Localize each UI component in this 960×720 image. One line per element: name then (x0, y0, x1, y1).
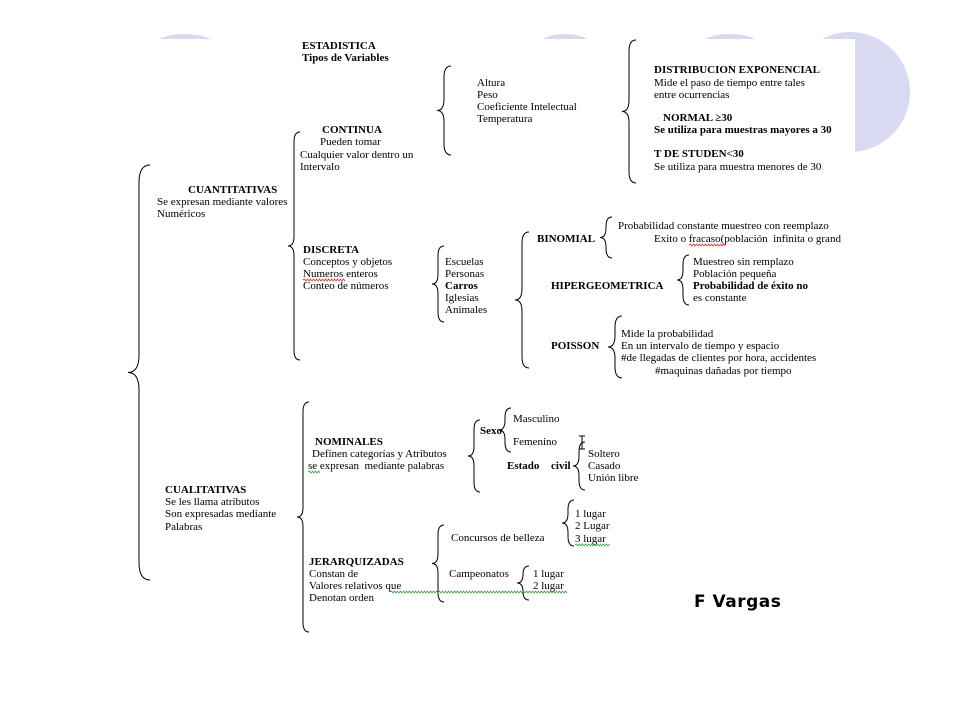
campeonatos-label: Campeonatos (449, 568, 509, 580)
campeonatos-rank: 1 lugar (533, 568, 564, 580)
concursos-rank: 3 lugar (575, 533, 606, 545)
cualitativas-description-line: Son expresadas mediante (165, 508, 277, 520)
discreta-description-line: Numeros enteros (303, 268, 378, 280)
brace-continua-examples (436, 65, 452, 156)
hipergeometrica-description-line: Muestreo sin remplazo (693, 256, 794, 268)
binomial-description-line: Probabilidad constante muestreo con reem… (618, 220, 829, 232)
discreta-heading: DISCRETA (303, 244, 360, 256)
discreta-example: Carros (445, 280, 478, 292)
brace-cualitativas-types (296, 401, 310, 633)
jerarquizadas-heading: JERARQUIZADAS (309, 556, 404, 568)
brace-sexo (498, 407, 512, 453)
concursos-rank: 2 Lugar (575, 520, 610, 532)
proofing-underline-group (302, 243, 726, 594)
concursos-label: Concursos de belleza (451, 532, 545, 544)
brace-poisson (607, 315, 623, 379)
text-cursor-icon (579, 435, 585, 450)
cualitativas-heading: CUALITATIVAS (165, 484, 247, 496)
cuantitativas-description-line: Se expresan mediante valores (157, 196, 288, 208)
jerarquizadas-description-line: Constan de (309, 568, 359, 580)
discreta-example: Animales (445, 304, 488, 316)
brace-concursos-ranks (561, 499, 575, 547)
grammar-underline (389, 590, 568, 594)
brace-discreta-distributions (514, 231, 530, 369)
nominales-description-line: se expresan mediante palabras (308, 460, 445, 472)
grammar-underline (574, 543, 610, 547)
brace-binomial (599, 216, 613, 259)
diagram-canvas: ESTADISTICA Tipos de Variables Altura Pe… (118, 39, 855, 720)
brace-discreta-examples (431, 245, 445, 323)
cuantitativas-description-line: Numéricos (157, 208, 206, 220)
poisson-description-line: #maquinas dañadas por tiempo (655, 365, 792, 377)
discreta-example: Iglesias (445, 292, 479, 304)
estado-civil-option: Soltero (588, 448, 620, 460)
discreta-example: Personas (445, 268, 485, 280)
diagram-panel: ESTADISTICA Tipos de Variables Altura Pe… (118, 39, 855, 720)
brace-group (127, 39, 690, 633)
brace-nominales-examples (467, 419, 481, 493)
poisson-description-line: En un intervalo de tiempo y espacio (621, 340, 780, 352)
estado-civil-label: Estado (507, 460, 540, 472)
continua-description-line: Pueden tomar (320, 136, 381, 148)
exponencial-description-line: Mide el paso de tiempo entre tales (654, 77, 805, 89)
spelling-underline (302, 278, 346, 282)
grammar-underline (307, 470, 321, 474)
discreta-description-line: Conceptos y objetos (303, 256, 393, 268)
campeonatos-rank: 2 lugar (533, 580, 564, 592)
normal-heading: NORMAL ≥30 (663, 112, 733, 124)
estado-civil-option: Unión libre (588, 472, 639, 484)
brace-campeonatos-ranks (516, 565, 530, 601)
continua-example: Peso (477, 89, 498, 101)
jerarquizadas-description-line: Denotan orden (309, 592, 375, 604)
poisson-heading: POISSON (551, 340, 600, 352)
sexo-option: Masculino (513, 413, 560, 425)
sexo-label: Sexo (480, 425, 502, 437)
brace-jerarquizadas-examples (431, 524, 445, 603)
estado-civil-label: civil (551, 460, 571, 472)
discreta-example: Escuelas (445, 256, 484, 268)
brace-continua-distributions (621, 39, 637, 184)
brace-hipergeometrica (676, 254, 690, 306)
jerarquizadas-description-line: Valores relativos que (309, 580, 402, 592)
cuantitativas-heading: CUANTITATIVAS (188, 184, 278, 196)
hipergeometrica-heading: HIPERGEOMETRICA (551, 280, 664, 292)
title-subtitle: Tipos de Variables (302, 52, 389, 64)
hipergeometrica-description-line: Probabilidad de éxito no (693, 280, 809, 292)
brace-main-variable-types (127, 164, 151, 581)
hipergeometrica-description-line: es constante (693, 292, 747, 304)
brace-cuantitativas-types (287, 131, 301, 361)
discreta-description-line: Conteo de números (303, 280, 389, 292)
exponencial-heading: DISTRIBUCION EXPONENCIAL (654, 64, 820, 76)
continua-heading: CONTINUA (322, 124, 382, 136)
nominales-description-line: Definen categorías y Atributos (312, 448, 447, 460)
spelling-underline (688, 243, 726, 247)
continua-example: Temperatura (477, 113, 533, 125)
exponencial-description-line: entre ocurrencias (654, 89, 730, 101)
t-student-description-line: Se utiliza para muestra menores de 30 (654, 161, 822, 173)
sexo-option: Femenino (513, 436, 557, 448)
concursos-rank: 1 lugar (575, 508, 606, 520)
continua-example: Altura (477, 77, 506, 89)
brace-estado-civil (572, 441, 586, 491)
hipergeometrica-description-line: Población pequeña (693, 268, 777, 280)
poisson-description-line: #de llegadas de clientes por hora, accid… (621, 352, 817, 364)
binomial-description-line: Exito o fracaso(población infinita o gra… (654, 233, 841, 245)
t-student-heading: T DE STUDEN<30 (654, 148, 744, 160)
poisson-description-line: Mide la probabilidad (621, 328, 714, 340)
cualitativas-description-line: Se les llama atributos (165, 496, 260, 508)
binomial-heading: BINOMIAL (537, 233, 596, 245)
continua-example: Coeficiente Intelectual (477, 101, 577, 113)
cualitativas-description-line: Palabras (165, 521, 203, 533)
diagram-connectors (127, 39, 726, 633)
nominales-heading: NOMINALES (315, 436, 383, 448)
continua-description-line: Intervalo (300, 161, 340, 173)
normal-description-line: Se utiliza para muestras mayores a 30 (654, 124, 832, 136)
author-signature: F Vargas (694, 592, 782, 612)
title-main: ESTADISTICA (302, 40, 376, 52)
continua-description-line: Cualquier valor dentro un (300, 149, 414, 161)
estado-civil-option: Casado (588, 460, 621, 472)
